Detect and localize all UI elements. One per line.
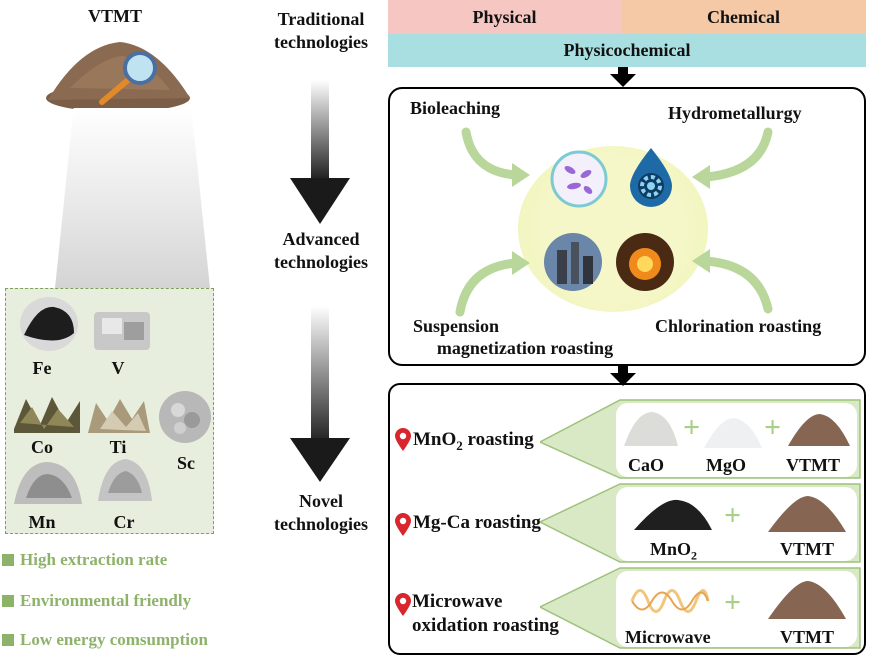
cao-powder-image [624,412,678,446]
zoom-beam [55,108,210,288]
sc-label: Sc [177,453,195,473]
co-label: Co [31,437,53,457]
physical-bar: Physical [388,0,621,34]
hydrometallurgy-label: Hydrometallurgy [668,103,802,123]
mgo-powder-image [704,418,762,448]
cr-label: Cr [113,512,135,532]
chemical-bar: Chemical [621,0,866,34]
plus-icon: + [724,586,742,619]
novel-technologies-box [388,383,866,655]
v-label: V [111,358,125,378]
bacteria-icon [550,150,608,208]
mno2-label: MnO2 [650,539,698,563]
square-bullet-icon [2,554,14,566]
physicochemical-bar: Physicochemical [388,34,866,67]
location-pin-icon [395,593,411,616]
co-image [14,397,80,433]
magnifier-icon [99,51,157,105]
chlorination-roasting-label: Chlorination roasting [655,316,822,336]
square-bullet-icon [2,634,14,646]
arrow-down-icon [290,306,350,482]
advanced-technologies-box [388,87,866,366]
cao-label: CaO [628,455,664,475]
vtmt-label: VTMT [786,455,840,475]
feature-high-extraction: High extraction rate [2,550,167,570]
vtmt-ore-pile-image [46,42,190,112]
suspension-magnetization-label: Suspension magnetization roasting [413,316,614,358]
arrow-down-icon [290,80,350,224]
microwave-wave-image [630,589,710,613]
mgca-roasting-label: Mg-Ca roasting [413,512,541,533]
feature-environmental: Environmental friendly [2,591,191,611]
mno2-powder-image [634,499,712,530]
chlorination-furnace-image [616,233,674,291]
advanced-center-circle [518,146,708,312]
fe-label: Fe [32,358,52,378]
microwave-label: Microwave [625,627,711,647]
mn-image [14,462,82,504]
plus-icon: + [724,499,742,532]
location-pin-icon [395,428,411,451]
cr-image [98,459,152,501]
vtmt-ore-image [788,414,850,446]
v-image [94,312,150,350]
mn-label: Mn [28,512,56,532]
feature-low-energy: Low energy comsumption [2,630,208,650]
location-pin-icon [395,513,411,536]
mgo-label: MgO [706,455,746,475]
ti-label: Ti [109,437,127,457]
bioleaching-label: Bioleaching [410,98,501,118]
progression-arrows [290,80,350,482]
industrial-plant-image [544,233,602,291]
arrow-down-icon [610,67,636,87]
vtmt-label: VTMT [780,539,834,559]
vtmt-ore-image [768,581,846,619]
convergence-arrows [455,127,773,317]
arrow-down-icon [610,366,636,386]
ti-image [88,399,150,433]
vtmt-ore-image [768,496,846,532]
vtmt-label: VTMT [780,627,834,647]
plus-icon: + [683,411,701,444]
hydrometallurgy-gear-drop-icon [630,148,672,207]
square-bullet-icon [2,595,14,607]
mno2-roasting-label: MnO2 roasting [413,429,534,453]
plus-icon: + [764,411,782,444]
sc-image [159,391,211,443]
fe-image [20,297,78,351]
vtmt-title: VTMT [88,6,142,26]
